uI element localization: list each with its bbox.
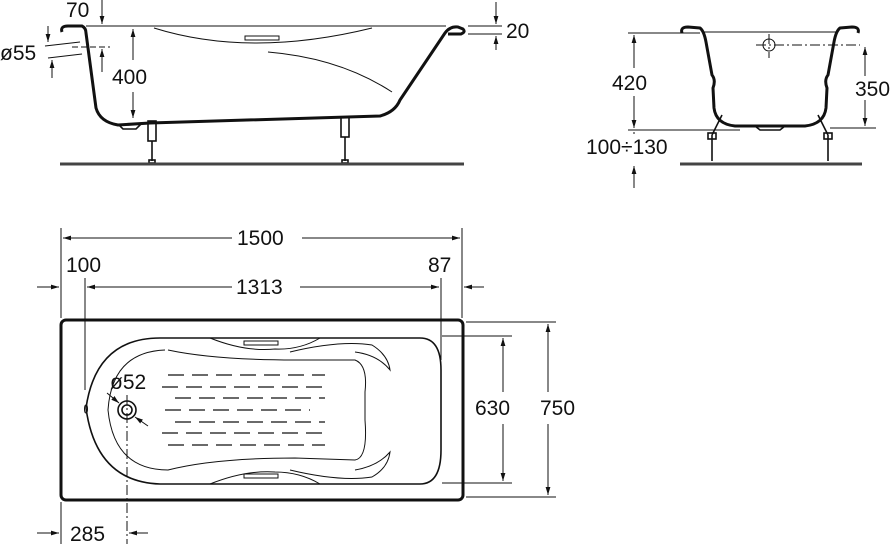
inner-width-label: 630	[475, 397, 510, 420]
side-leg-left	[147, 120, 157, 164]
overall-length-label: 1500	[237, 227, 284, 250]
rim-offset-label: 70	[66, 0, 89, 22]
end-total-height-label: 420	[612, 72, 647, 95]
overall-width-label: 750	[540, 397, 575, 420]
side-view: 70 ø55 400 20	[0, 0, 529, 166]
right-offset-label: 87	[428, 254, 451, 277]
top-outer-rim	[59, 318, 465, 502]
drain-offset-label: 285	[70, 523, 105, 544]
left-offset-label: 100	[66, 254, 101, 277]
drain-diameter-label: ø52	[110, 371, 146, 394]
end-inner-depth-label: 350	[855, 78, 890, 101]
leg-height-label: 100÷130	[586, 136, 668, 159]
inner-length-label: 1313	[236, 276, 283, 299]
rim-thickness-label: 20	[506, 20, 529, 43]
top-inner-basin	[85, 337, 442, 485]
slip-resistant-pattern	[162, 374, 330, 446]
end-tub-outline	[680, 25, 860, 128]
end-view: 420 350 100÷130	[586, 25, 890, 188]
top-view: ø52 1500 1313 100 87 630 750 285	[37, 227, 575, 544]
overflow-diameter-label: ø55	[0, 42, 36, 65]
overflow-height-label: 400	[112, 66, 147, 89]
side-leg-right	[340, 116, 350, 164]
side-tub-outline	[60, 24, 466, 127]
